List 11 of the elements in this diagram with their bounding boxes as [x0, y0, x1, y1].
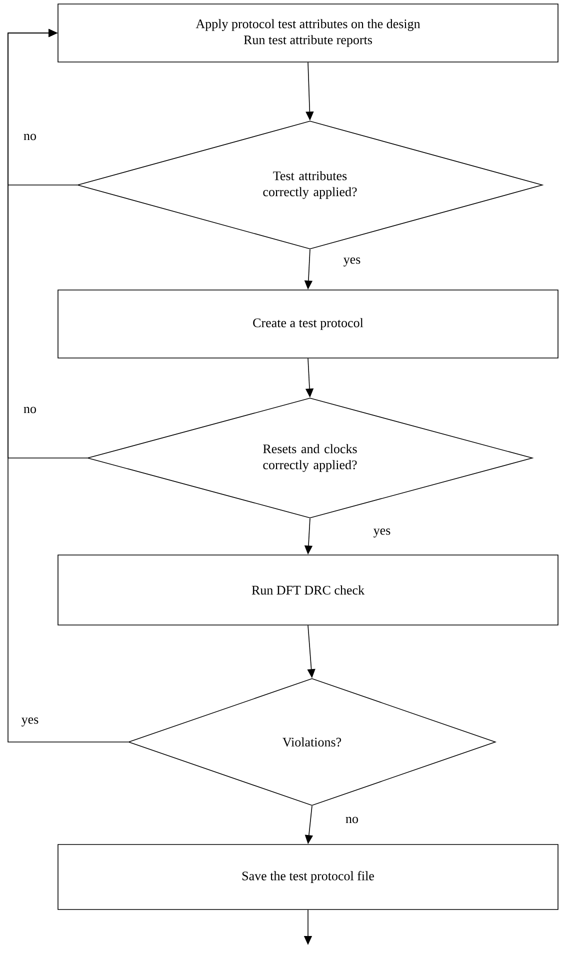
process-box: Apply protocol test attributes on the design Run test attribute reports [58, 4, 558, 62]
edge-label: no [22, 406, 38, 414]
edge-label: no [22, 132, 38, 142]
process-box: Run DFT DRC check [58, 554, 558, 626]
process-box: Create a test protocol [58, 290, 558, 358]
process-box: Save the test protocol file [58, 844, 558, 910]
edge-label: yes [372, 528, 392, 538]
edge-label: yes [342, 256, 362, 268]
edge-label: no [344, 816, 360, 824]
edge-label: yes [20, 716, 40, 728]
arrow [8, 28, 128, 742]
